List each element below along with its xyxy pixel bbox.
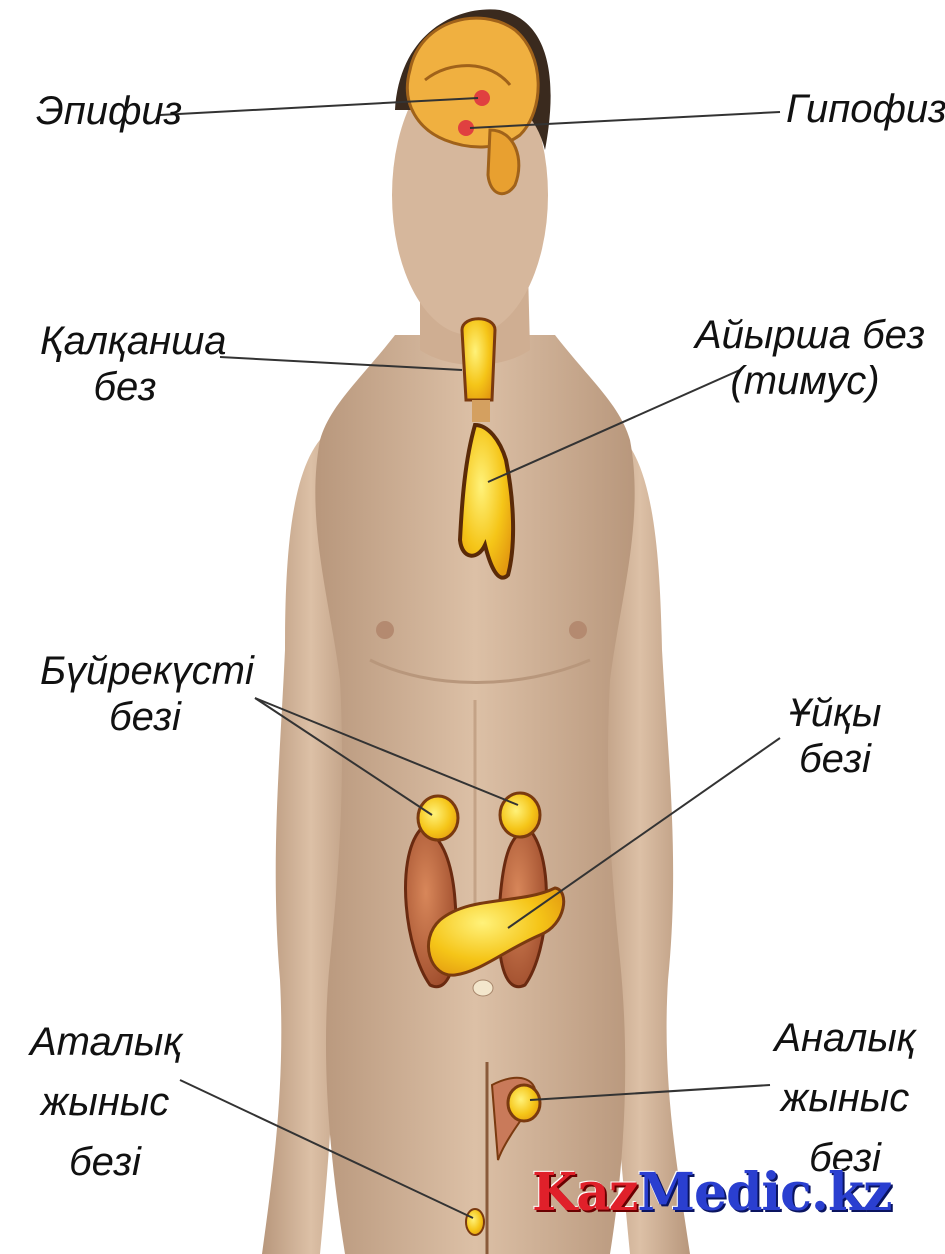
- label-thyroid: Қалқанша без: [40, 318, 210, 410]
- label-pancreas-line1: Ұйқы: [770, 690, 900, 736]
- label-testes-line3: безі: [30, 1132, 180, 1192]
- right-nipple: [569, 621, 587, 639]
- ovary-gland: [508, 1085, 540, 1121]
- label-ovaries-line1: Аналық: [770, 1008, 920, 1068]
- label-thyroid-line2: без: [40, 364, 210, 410]
- testis-gland: [466, 1209, 484, 1235]
- human-body: [262, 9, 690, 1254]
- label-pancreas-line2: безі: [770, 736, 900, 782]
- label-ovaries-line2: жыныс: [770, 1068, 920, 1128]
- label-pituitary: Гипофиз: [786, 86, 945, 132]
- label-thymus-line1: Айырша без: [695, 312, 915, 358]
- label-thymus: Айырша без (тимус): [695, 312, 915, 404]
- label-pancreas: Ұйқы безі: [770, 690, 900, 782]
- watermark-part1: Kaz: [532, 1162, 637, 1223]
- label-pineal: Эпифиз: [36, 88, 182, 134]
- label-testes: Аталық жыныс безі: [30, 1012, 180, 1192]
- label-thyroid-line1: Қалқанша: [40, 318, 210, 364]
- kazmedic-watermark: KazMedic.kz: [532, 1162, 892, 1223]
- label-adrenal-line2: безі: [40, 694, 250, 740]
- label-testes-line1: Аталық: [30, 1012, 180, 1072]
- watermark-part2: Medic.kz: [637, 1162, 891, 1223]
- left-adrenal-gland: [418, 796, 458, 840]
- left-nipple: [376, 621, 394, 639]
- label-thymus-line2: (тимус): [695, 358, 915, 404]
- label-ovaries: Аналық жыныс безі: [770, 1008, 920, 1188]
- label-testes-line2: жыныс: [30, 1072, 180, 1132]
- label-adrenal-line1: Бүйрекүсті: [40, 648, 250, 694]
- navel: [473, 980, 493, 996]
- label-adrenal: Бүйрекүсті безі: [40, 648, 250, 740]
